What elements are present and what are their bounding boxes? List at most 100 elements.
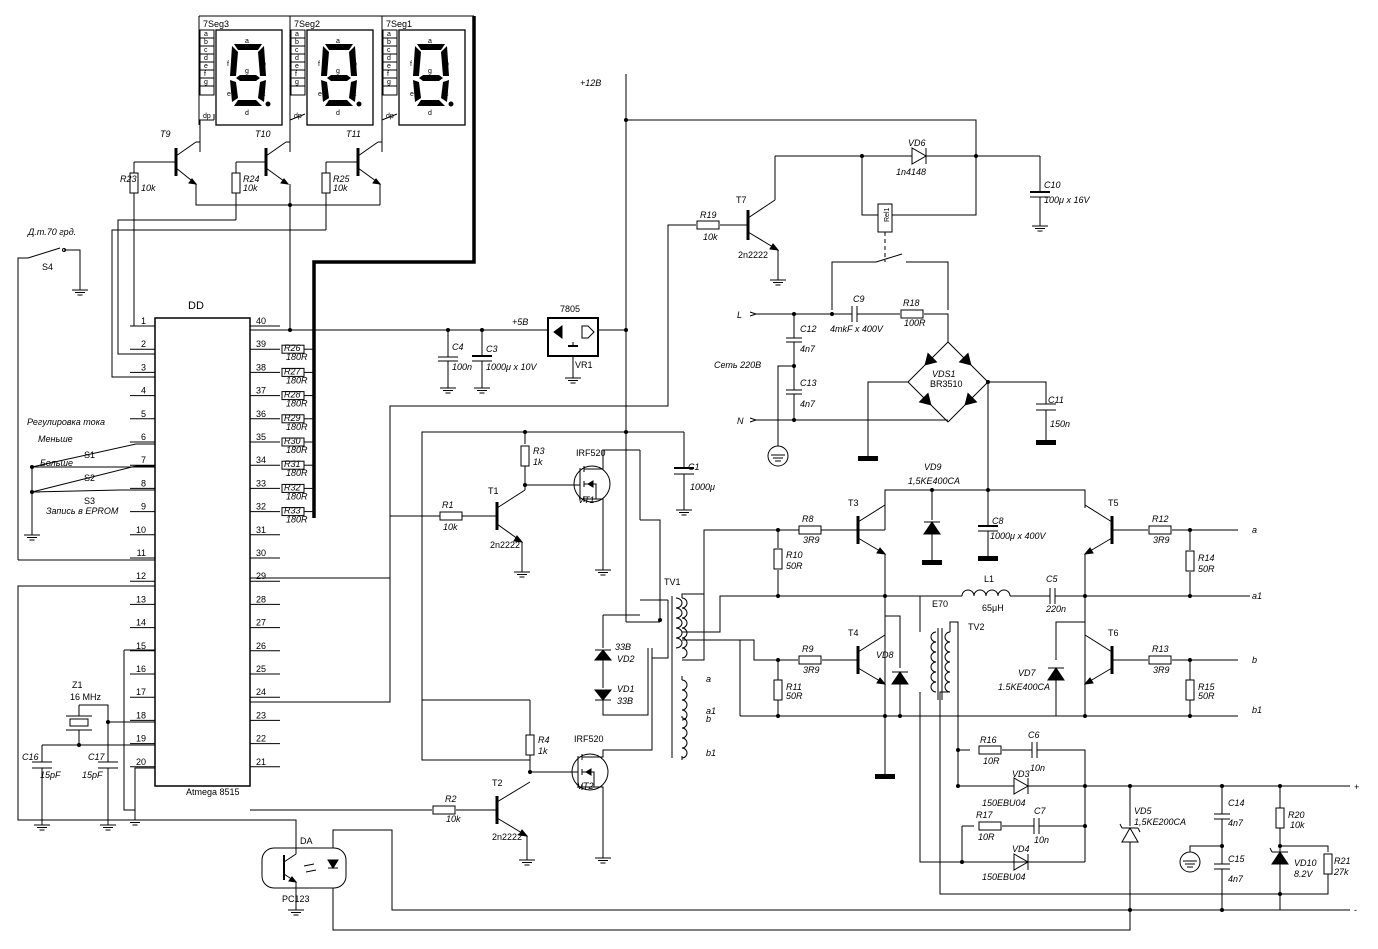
svg-text:1k: 1k — [538, 746, 548, 756]
svg-text:Больше: Больше — [40, 458, 73, 468]
mcu-pin-label: 32 — [256, 502, 266, 512]
svg-text:C16: C16 — [22, 752, 39, 762]
svg-text:VD4: VD4 — [1012, 844, 1030, 854]
svg-text:e: e — [227, 91, 231, 98]
mcu-pin-label: 15 — [136, 641, 146, 651]
svg-text:VD3: VD3 — [1012, 769, 1030, 779]
svg-text:+5В: +5В — [512, 317, 528, 327]
svg-text:C8: C8 — [992, 516, 1004, 526]
svg-text:16 MHz: 16 MHz — [70, 692, 102, 702]
svg-text:C14: C14 — [1228, 798, 1245, 808]
resistor-value: 180R — [286, 515, 308, 525]
svg-text:-: - — [1354, 905, 1357, 915]
resistor-ref: R28 — [284, 390, 301, 400]
svg-text:150EBU04: 150EBU04 — [982, 798, 1026, 808]
svg-text:10k: 10k — [1290, 820, 1305, 830]
svg-text:100n: 100n — [452, 362, 472, 372]
svg-text:1000μ x 10V: 1000μ x 10V — [486, 362, 537, 372]
svg-text:R14: R14 — [1198, 553, 1215, 563]
transistor-t11: T11 — [326, 129, 382, 205]
svg-text:c: c — [445, 91, 449, 98]
svg-text:50R: 50R — [786, 691, 803, 701]
mcu-pin-label: 30 — [256, 548, 266, 558]
svg-text:10R: 10R — [983, 756, 1000, 766]
svg-text:E70: E70 — [932, 599, 948, 609]
svg-text:150n: 150n — [1050, 419, 1070, 429]
svg-text:c: c — [204, 47, 208, 54]
svg-text:C12: C12 — [800, 324, 817, 334]
mcu-pin-label: 35 — [256, 432, 266, 442]
svg-text:a: a — [204, 31, 208, 38]
resistor-value: 180R — [286, 352, 308, 362]
svg-text:Д.т.70 грд.: Д.т.70 грд. — [27, 227, 76, 237]
svg-text:50R: 50R — [786, 561, 803, 571]
mcu-pin-label: 38 — [256, 362, 266, 372]
svg-text:f: f — [295, 71, 297, 78]
svg-text:C1: C1 — [688, 462, 700, 472]
svg-text:BR3510: BR3510 — [930, 379, 963, 389]
svg-text:2n2222: 2n2222 — [738, 250, 768, 260]
mcu-pin-label: 34 — [256, 455, 266, 465]
svg-text:10k: 10k — [243, 183, 258, 193]
svg-text:Сеть 220В: Сеть 220В — [714, 360, 761, 370]
svg-text:VD10: VD10 — [1294, 858, 1317, 868]
svg-text:4n7: 4n7 — [1228, 818, 1244, 828]
svg-text:7805: 7805 — [560, 304, 580, 314]
svg-text:VT2: VT2 — [577, 781, 594, 791]
svg-text:C10: C10 — [1044, 180, 1061, 190]
svg-text:d: d — [245, 110, 249, 117]
resistor-value: 180R — [286, 399, 308, 409]
transistor-t10: T10 — [236, 129, 292, 330]
svg-text:a: a — [387, 31, 391, 38]
svg-text:S1: S1 — [84, 450, 95, 460]
svg-text:65μH: 65μH — [982, 603, 1004, 613]
mcu-pin-label: 31 — [256, 525, 266, 535]
svg-text:R3: R3 — [533, 446, 545, 456]
svg-text:a: a — [295, 31, 299, 38]
svg-text:DA: DA — [300, 836, 313, 846]
svg-text:c: c — [295, 47, 299, 54]
svg-text:Z1: Z1 — [72, 680, 83, 690]
svg-text:T7: T7 — [736, 195, 747, 205]
svg-text:c: c — [353, 91, 357, 98]
svg-text:R18: R18 — [903, 298, 920, 308]
svg-text:R24: R24 — [243, 174, 260, 184]
transistor-t9: T9 — [134, 129, 380, 206]
mcu-pin-label: 29 — [256, 571, 266, 581]
svg-text:7Seg2: 7Seg2 — [294, 19, 320, 29]
svg-text:R13: R13 — [1152, 644, 1169, 654]
svg-text:g: g — [295, 79, 299, 86]
mcu-pin-label: 36 — [256, 409, 266, 419]
svg-text:T5: T5 — [1108, 498, 1119, 508]
svg-text:1000μ: 1000μ — [690, 482, 715, 492]
mcu-pin-label: 14 — [136, 618, 146, 628]
svg-text:C9: C9 — [853, 294, 865, 304]
svg-text:R15: R15 — [1198, 682, 1216, 692]
svg-text:d: d — [387, 55, 391, 62]
svg-text:b1: b1 — [1252, 705, 1262, 715]
svg-text:8.2V: 8.2V — [1294, 869, 1314, 879]
svg-text:4n7: 4n7 — [800, 344, 816, 354]
svg-text:d: d — [336, 110, 340, 117]
svg-text:10k: 10k — [703, 232, 718, 242]
mcu-pin-label: 3 — [141, 362, 146, 372]
svg-text:+12В: +12В — [580, 78, 601, 88]
resistor-ref: R26 — [284, 343, 301, 353]
svg-text:b: b — [1252, 655, 1257, 665]
svg-text:R9: R9 — [802, 644, 814, 654]
svg-text:220n: 220n — [1045, 604, 1066, 614]
mcu-pin-label: 12 — [136, 571, 146, 581]
svg-text:VD1: VD1 — [617, 684, 635, 694]
svg-text:C6: C6 — [1028, 730, 1040, 740]
mcu-pin-label: 13 — [136, 594, 146, 604]
svg-text:4n7: 4n7 — [1228, 874, 1244, 884]
svg-text:a: a — [245, 38, 249, 45]
svg-text:C5: C5 — [1046, 574, 1058, 584]
mcu-pin-label: 25 — [256, 664, 266, 674]
